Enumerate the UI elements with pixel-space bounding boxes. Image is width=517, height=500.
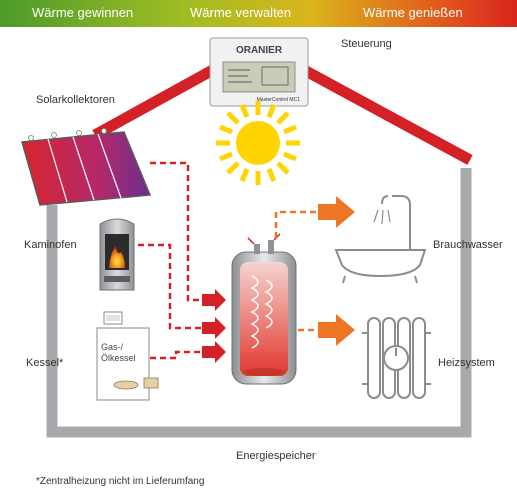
label-steuerung: Steuerung xyxy=(341,38,392,50)
heat-distribution-pipes xyxy=(274,210,318,332)
heat-input-arrows xyxy=(202,289,226,363)
boiler-label-line2: Ölkessel xyxy=(101,353,136,363)
energy-storage-tank xyxy=(231,233,297,385)
radiator-icon xyxy=(362,317,431,399)
phase-gain-heat: Wärme gewinnen xyxy=(32,5,134,20)
solar-collector xyxy=(21,128,152,206)
phase-enjoy-heat: Wärme genießen xyxy=(363,5,463,20)
label-brauchwasser: Brauchwasser xyxy=(433,239,503,251)
sun-icon xyxy=(216,101,300,185)
controller-model: MasterControl MC1 xyxy=(257,97,301,103)
boiler-label-line1: Gas-/ xyxy=(101,342,124,352)
phase-manage-heat: Wärme verwalten xyxy=(190,5,292,20)
controller-brand: ORANIER xyxy=(236,45,283,56)
heat-output-arrows xyxy=(318,196,355,346)
footnote: *Zentralheizung nicht im Lieferumfang xyxy=(36,476,205,487)
fireplace-stove xyxy=(99,218,135,291)
label-kaminofen: Kaminofen xyxy=(24,239,77,251)
heat-supply-pipes xyxy=(138,161,202,360)
house-outline xyxy=(46,168,472,438)
mastercontrol-controller: ORANIER MasterControl MC1 xyxy=(209,37,309,107)
gas-oil-boiler: Gas-/ Ölkessel xyxy=(96,311,159,401)
label-solarkollektoren: Solarkollektoren xyxy=(36,94,115,106)
label-heizsystem: Heizsystem xyxy=(438,357,495,369)
bathtub-icon xyxy=(334,195,427,284)
label-kessel: Kessel* xyxy=(26,357,64,369)
process-header-bar: Wärme gewinnen Wärme verwalten Wärme gen… xyxy=(0,0,517,27)
label-energiespeicher: Energiespeicher xyxy=(236,450,316,462)
